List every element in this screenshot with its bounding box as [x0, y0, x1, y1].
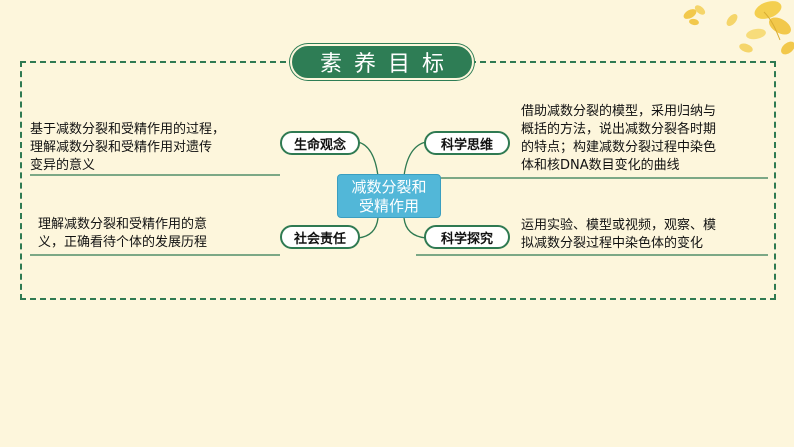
branch-scientific-thinking: 科学思维 — [424, 131, 510, 155]
center-topic: 减数分裂和 受精作用 — [337, 174, 441, 218]
leaf-decoration — [672, 0, 794, 62]
branch-scientific-inquiry-desc: 运用实验、模型或视频，观察、模 拟减数分裂过程中染色体的变化 — [521, 218, 717, 251]
page-title: 素养目标 — [290, 44, 474, 80]
branch-scientific-inquiry: 科学探究 — [424, 225, 510, 249]
branch-social-responsibility-desc: 理解减数分裂和受精作用的意 义，正确看待个体的发展历程 — [38, 217, 208, 250]
center-topic-line2: 受精作用 — [358, 197, 419, 215]
center-topic-line1: 减数分裂和 — [351, 178, 427, 196]
branch-social-responsibility: 社会责任 — [280, 225, 360, 249]
branch-scientific-thinking-desc: 借助减数分裂的模型，采用归纳与 概括的方法，说出减数分裂各时期 的特点；构建减数… — [521, 104, 717, 173]
branch-life-concept-desc: 基于减数分裂和受精作用的过程， 理解减数分裂和受精作用对遗传 变异的意义 — [30, 122, 226, 173]
branch-life-concept: 生命观念 — [280, 131, 360, 155]
